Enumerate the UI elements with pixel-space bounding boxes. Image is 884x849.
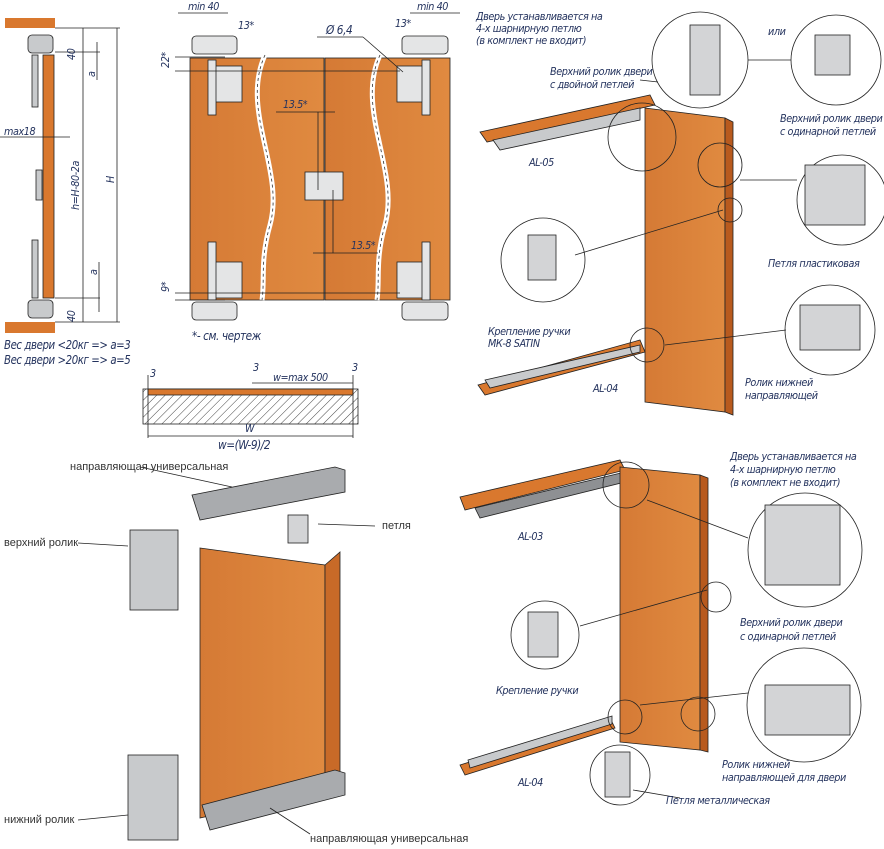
top-roller-double-1: Верхний ролик двери bbox=[550, 65, 653, 78]
dim-3-right: 3 bbox=[352, 361, 358, 374]
dim-min40-left: min 40 bbox=[188, 0, 220, 13]
rail-al-04-bottom: AL-04 bbox=[518, 776, 543, 789]
iso-bottom bbox=[459, 459, 863, 806]
section-view bbox=[142, 375, 359, 438]
rail-al-05: AL-05 bbox=[529, 156, 554, 169]
top-roller-single-b-1: Верхний ролик двери bbox=[740, 616, 843, 629]
install-note-line-3: (в комплект не входит) bbox=[476, 34, 587, 47]
install-note-line-1: Дверь устанавливается на bbox=[476, 10, 603, 23]
drawing-note: *- см. чертеж bbox=[192, 329, 261, 343]
dim-a-top: a bbox=[85, 71, 98, 78]
front-view bbox=[175, 12, 460, 321]
top-roller-single-b-2: с одинарной петлей bbox=[740, 630, 836, 643]
install-note-b-3: (в комплект не входит) bbox=[730, 476, 841, 489]
dim-40-top: 40 bbox=[65, 48, 78, 60]
dim-h: h=H-80-2a bbox=[69, 161, 82, 210]
dim-9: 9* bbox=[159, 281, 172, 292]
bottom-roller-1: Ролик нижней bbox=[745, 376, 813, 389]
weight-note-2: Вес двери >20кг => a=5 bbox=[4, 353, 131, 367]
top-roller-label: верхний ролик bbox=[4, 537, 79, 549]
install-note-line-2: 4-х шарнирную петлю bbox=[476, 22, 582, 35]
bottom-roller-2: направляющей bbox=[745, 389, 818, 402]
weight-note-1: Вес двери <20кг => a=3 bbox=[4, 338, 131, 352]
or-label: или bbox=[768, 25, 786, 38]
guide-top-label: направляющая универсальная bbox=[70, 461, 229, 473]
iso-top bbox=[477, 11, 884, 416]
dim-13-left: 13* bbox=[238, 19, 254, 32]
dim-min40-right: min 40 bbox=[417, 0, 449, 13]
dim-w-formula: w=(W-9)/2 bbox=[218, 438, 271, 452]
bottom-roller-b-1: Ролик нижней bbox=[722, 758, 790, 771]
dim-22: 22* bbox=[159, 52, 172, 68]
dim-H: H bbox=[104, 176, 117, 183]
hinge-label: петля bbox=[382, 520, 411, 532]
handle-mount-2: МК-8 SATIN bbox=[488, 337, 540, 350]
exploded-view bbox=[77, 466, 376, 841]
rail-al-03: AL-03 bbox=[518, 530, 543, 543]
metal-hinge-label: Петля металлическая bbox=[666, 794, 770, 807]
dim-max18: max18 bbox=[4, 125, 36, 138]
dim-a-bottom: a bbox=[87, 269, 100, 276]
dim-3-left: 3 bbox=[150, 367, 156, 380]
bottom-roller-label: нижний ролик bbox=[4, 814, 75, 826]
dim-3-mid: 3 bbox=[253, 361, 259, 374]
install-note-b-2: 4-х шарнирную петлю bbox=[730, 463, 836, 476]
top-roller-double-2: с двойной петлей bbox=[550, 78, 634, 91]
bottom-roller-b-2: направляющей для двери bbox=[722, 771, 846, 784]
rail-al-04-top: AL-04 bbox=[593, 382, 618, 395]
dim-13-5-top: 13.5* bbox=[283, 98, 308, 111]
top-roller-single-1: Верхний ролик двери bbox=[780, 112, 883, 125]
dim-13-5-bottom: 13.5* bbox=[351, 239, 376, 252]
plastic-hinge-label: Петля пластиковая bbox=[768, 257, 860, 270]
handle-mount-b: Крепление ручки bbox=[496, 684, 579, 697]
side-view bbox=[0, 18, 120, 333]
dim-13-right: 13* bbox=[395, 17, 411, 30]
dim-40-bottom: 40 bbox=[65, 310, 78, 322]
guide-bottom-label: направляющая универсальная bbox=[310, 833, 469, 845]
install-note-b-1: Дверь устанавливается на bbox=[730, 450, 857, 463]
handle-mount-1: Крепление ручки bbox=[488, 325, 571, 338]
dim-phi: Ø 6,4 bbox=[326, 23, 353, 37]
dim-w-max: w=max 500 bbox=[273, 371, 328, 384]
dim-W: W bbox=[245, 422, 255, 435]
top-roller-single-2: с одинарной петлей bbox=[780, 125, 876, 138]
